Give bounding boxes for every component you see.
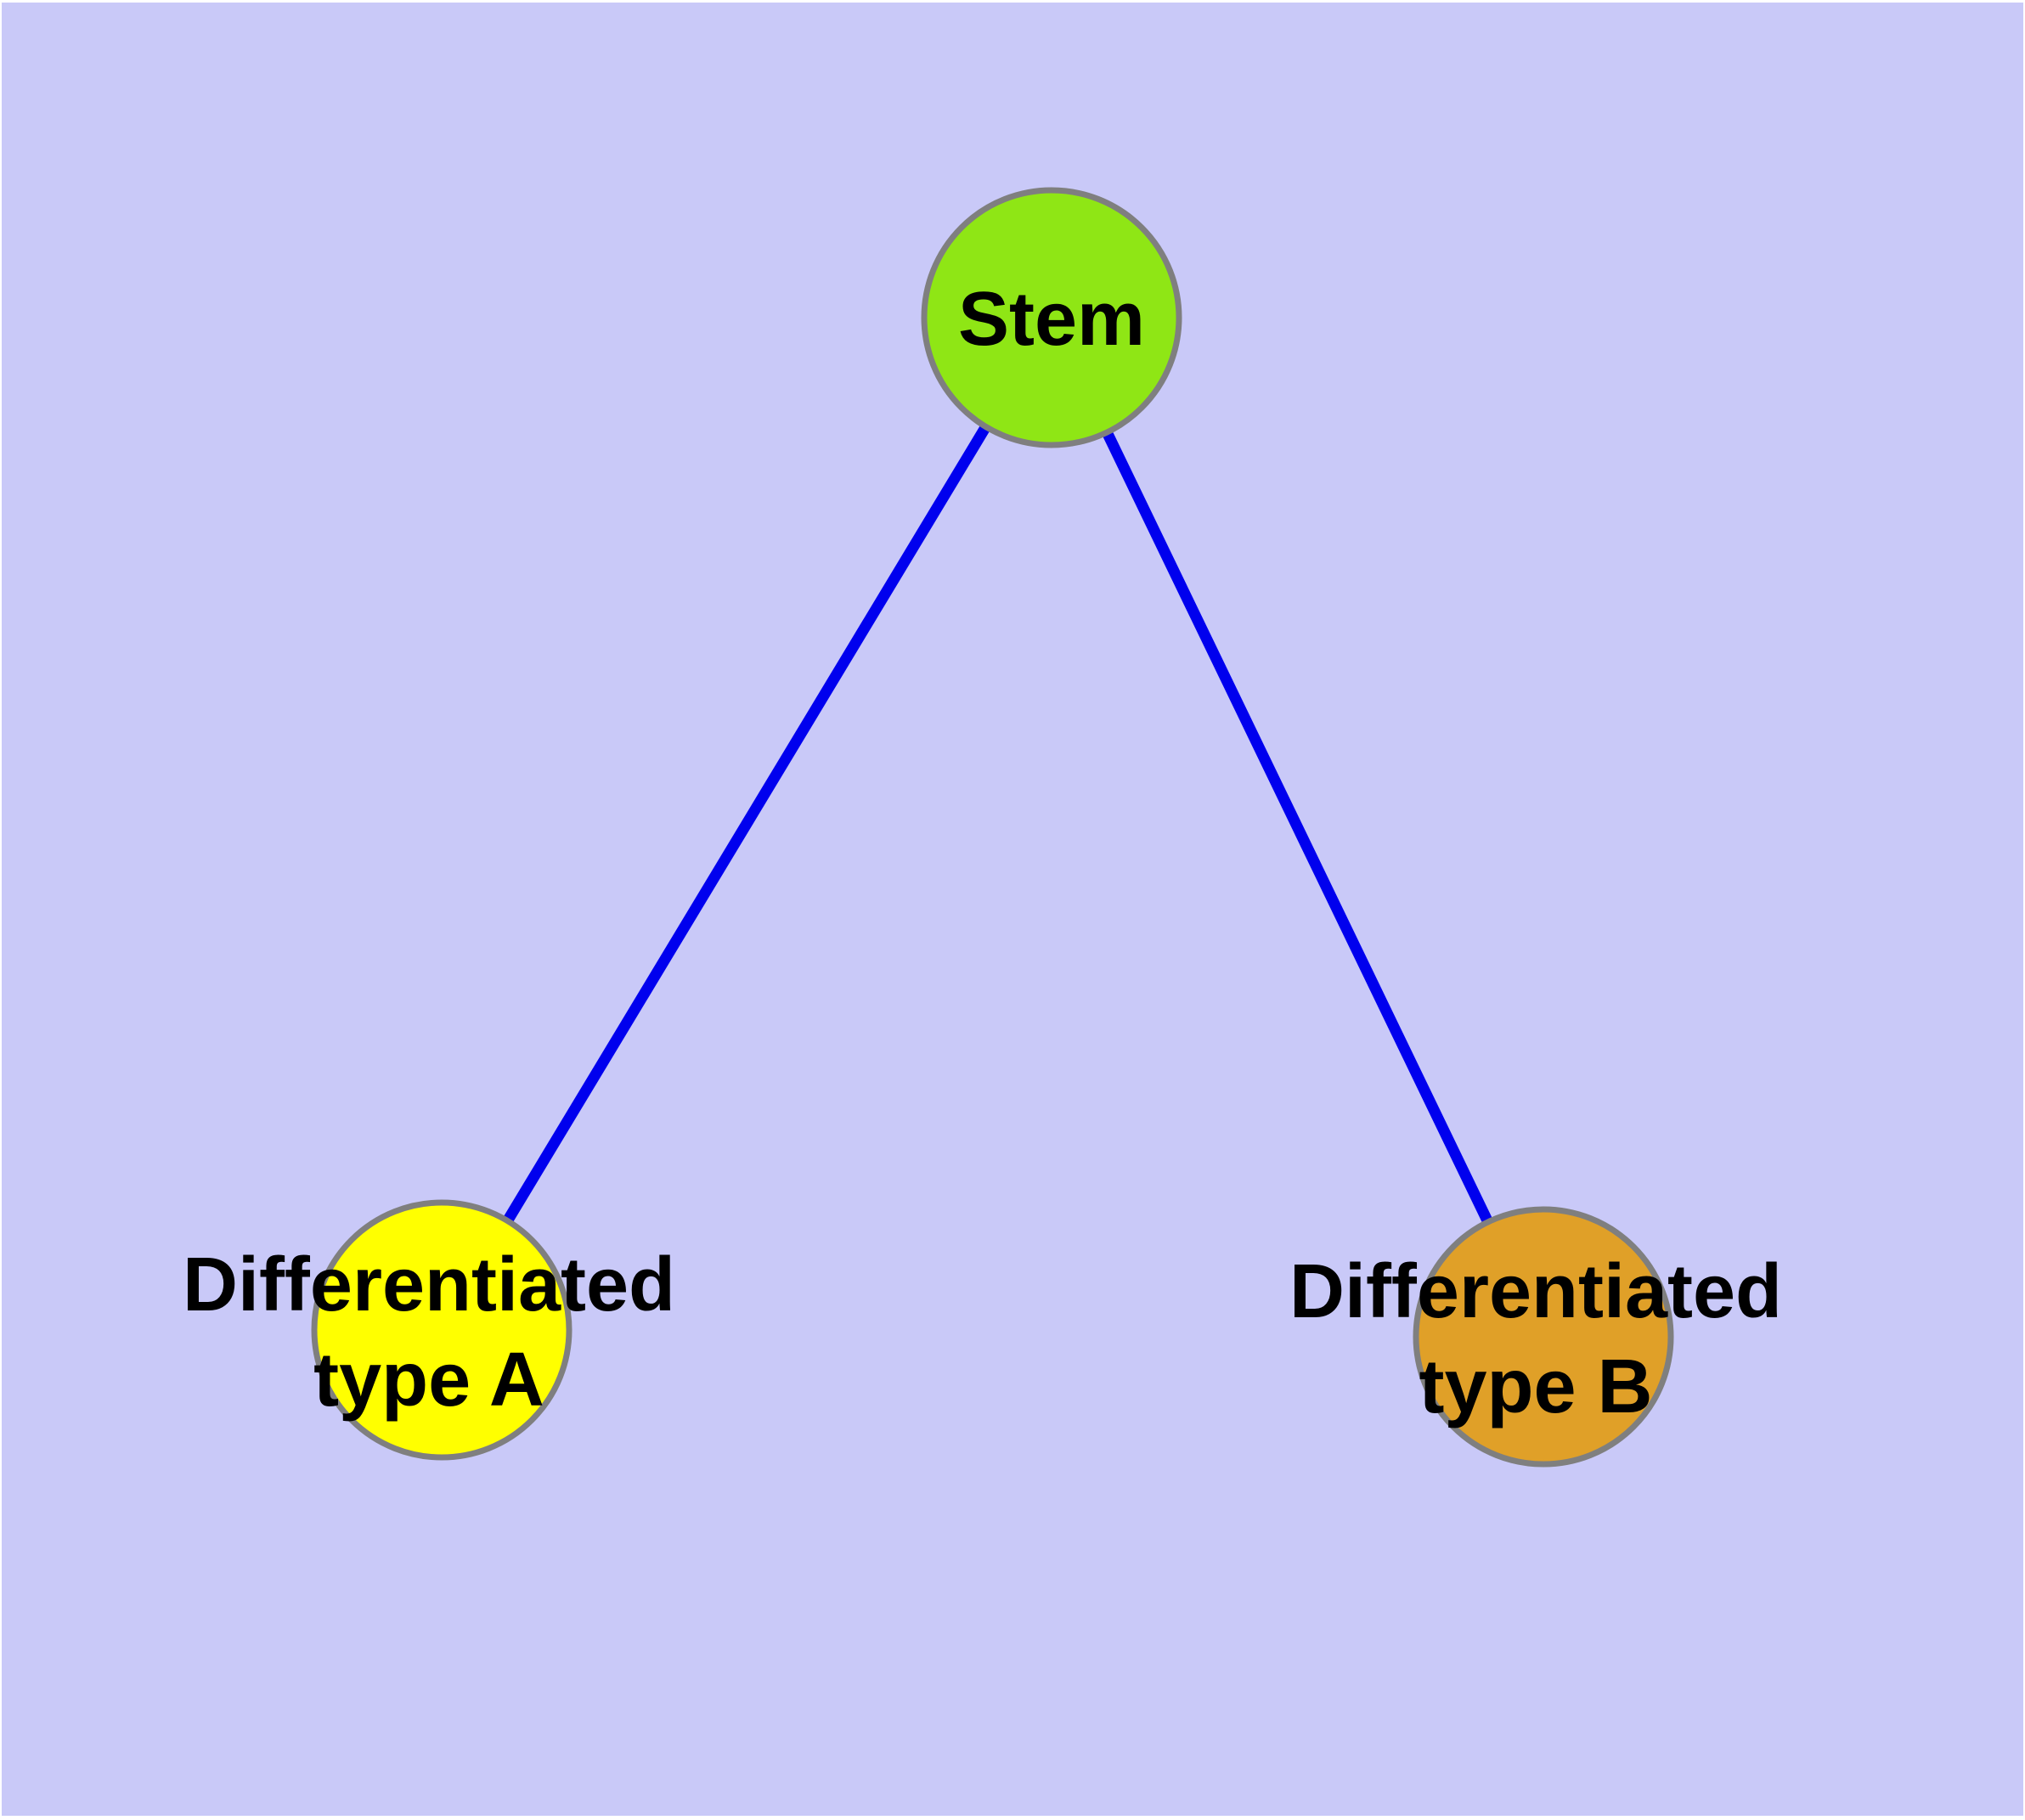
node-label-type-a-line1: Differentiated	[183, 1242, 675, 1327]
edge-stem-to-type-a	[437, 314, 1057, 1333]
node-label-stem: Stem	[958, 277, 1145, 362]
edge-stem-to-type-b	[1046, 315, 1548, 1339]
node-differentiated-type-a[interactable]	[311, 1199, 573, 1461]
node-label-type-b-line2: type B	[1419, 1344, 1652, 1429]
node-differentiated-type-b[interactable]	[1413, 1206, 1674, 1468]
node-stem[interactable]	[921, 187, 1182, 448]
node-label-type-a-line2: type A	[313, 1338, 544, 1423]
node-label-type-b-line1: Differentiated	[1289, 1249, 1782, 1334]
